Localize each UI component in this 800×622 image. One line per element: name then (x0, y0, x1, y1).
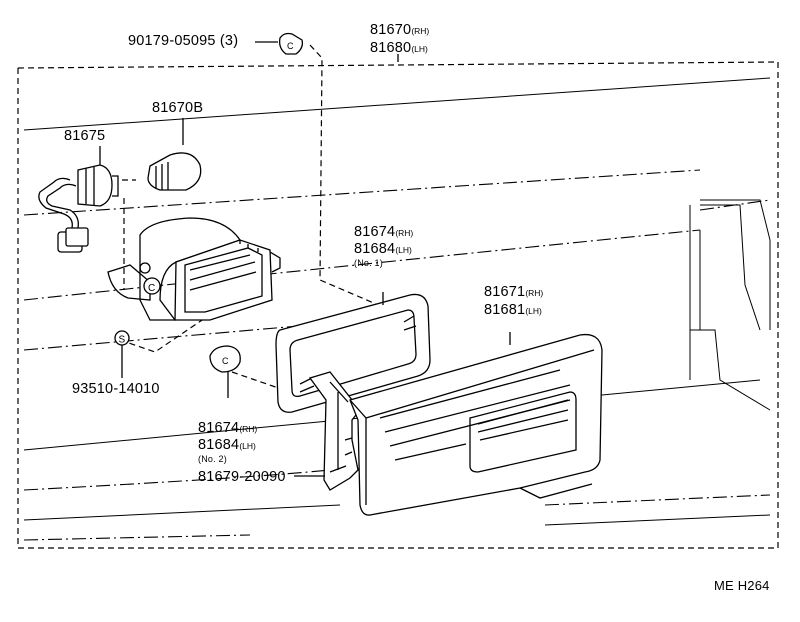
lens-rh-number: 81671 (484, 284, 526, 300)
lens-part-label: 81671(RH) 81681(LH) (484, 284, 543, 320)
gasket-no1-note: (No. 1) (354, 258, 383, 268)
gasket-no2-part-label: 81674(RH) 81684(LH) (No. 2) (198, 420, 257, 464)
diagram-code: ME H264 (714, 578, 770, 593)
lens-81671 (349, 332, 603, 516)
assembly-lh-tag: (LH) (411, 44, 428, 54)
assembly-lh-number: 81680 (370, 40, 412, 56)
clip-93510: S (114, 330, 130, 378)
grommet-symbol: C (222, 356, 229, 366)
bolt-quantity: (3) (219, 33, 239, 49)
gasket-no2-lh-tag: (LH) (239, 441, 256, 451)
assembly-rh-number: 81670 (370, 22, 412, 38)
clip-part-label: 93510-14010 (72, 381, 160, 397)
clip-symbol: S (119, 335, 126, 346)
assembly-rh-tag: (RH) (411, 26, 430, 36)
bulb-81670B (147, 152, 202, 191)
assembly-part-label: 81670(RH) 81680(LH) (370, 22, 429, 58)
gasket-no1-rh-tag: (RH) (395, 228, 414, 238)
leader-lines (99, 54, 399, 477)
gasket-no2-rh-number: 81674 (198, 420, 240, 436)
lens-lh-number: 81681 (484, 302, 526, 318)
lens-rh-tag: (RH) (525, 288, 544, 298)
bolt-part-label: 90179-05095 (3) (128, 33, 238, 49)
grommet-no2: C (209, 345, 241, 398)
lamp-housing: C (107, 217, 281, 321)
housing-screw-symbol: C (148, 283, 155, 294)
bracket-part-label: 81679-20090 (198, 469, 286, 485)
vehicle-body-lines (23, 77, 771, 541)
gasket-no2-rh-tag: (RH) (239, 424, 258, 434)
bulb-part-label: 81670B (152, 100, 204, 116)
gasket-no1-rh-number: 81674 (354, 224, 396, 240)
bolt-90179: C (255, 32, 304, 55)
bracket-81679 (308, 371, 361, 491)
assembly-boundary (17, 61, 779, 549)
socket-81675 (38, 164, 119, 253)
gasket-no2-note: (No. 2) (198, 454, 227, 464)
gasket-no1-lh-tag: (LH) (395, 245, 412, 255)
bolt-part-number: 90179-05095 (128, 33, 216, 49)
gasket-no1-part-label: 81674(RH) 81684(LH) (No. 1) (354, 224, 413, 268)
socket-part-label: 81675 (64, 128, 106, 144)
bolt-symbol: C (287, 41, 294, 51)
lens-lh-tag: (LH) (525, 306, 542, 316)
gasket-no2-lh-number: 81684 (198, 437, 240, 453)
gasket-no1-lh-number: 81684 (354, 241, 396, 257)
